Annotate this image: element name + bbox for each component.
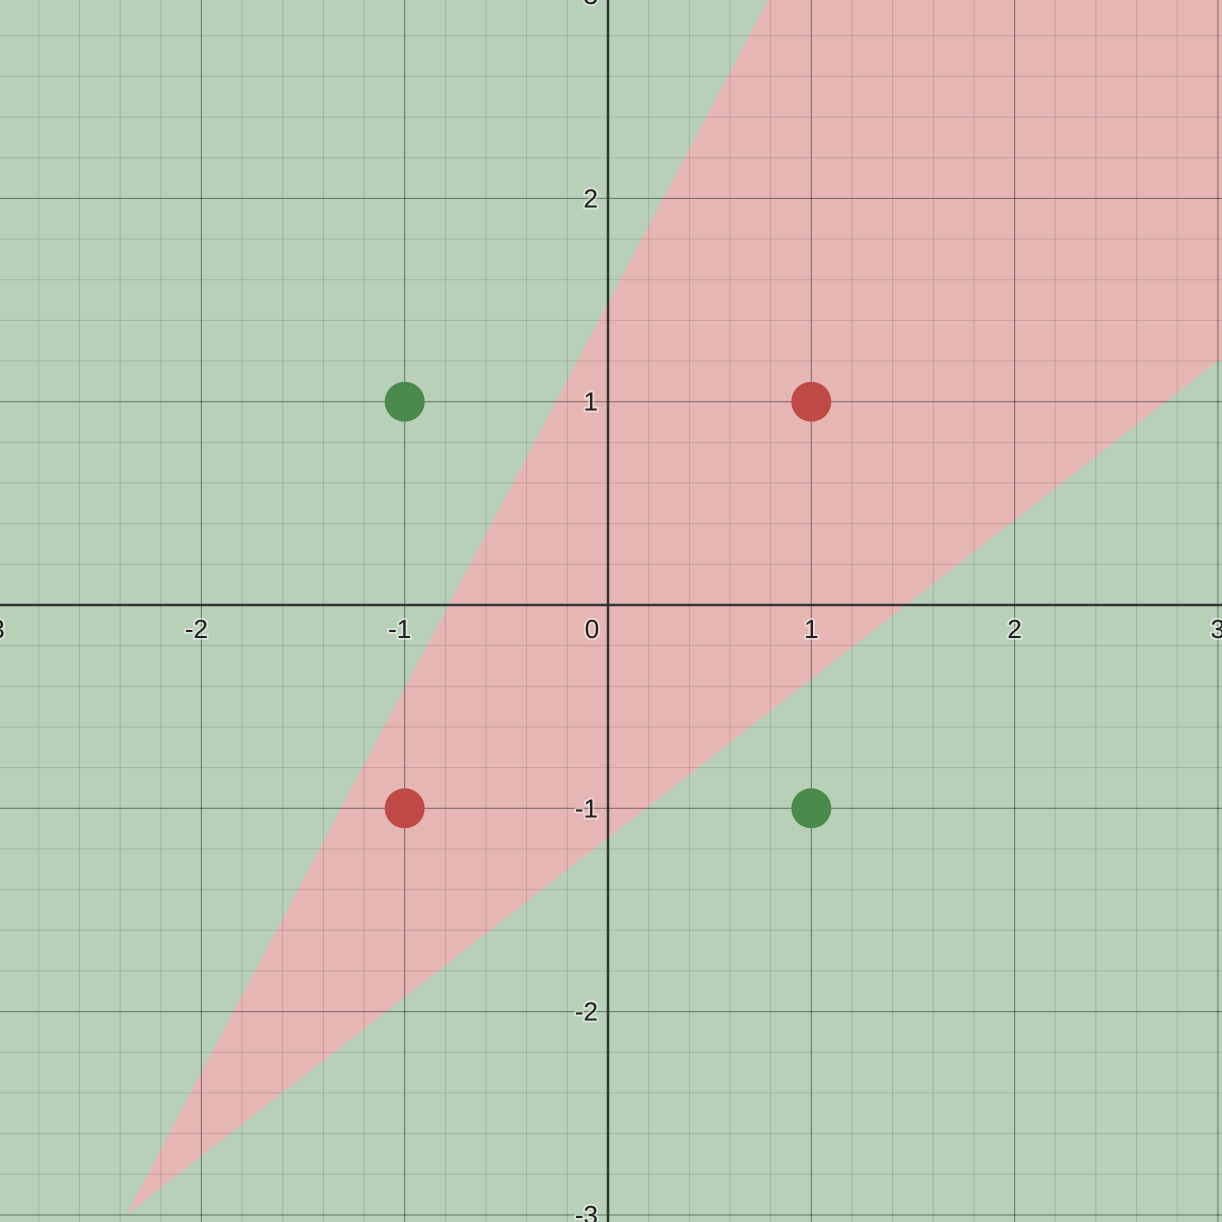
x-tick-label-halo: -2 (185, 614, 208, 644)
y-tick-label-halo: 1 (584, 387, 598, 417)
x-tick-label: -2 (185, 614, 208, 644)
x-tick-label: 3 (1211, 614, 1222, 644)
x-tick-label-origin-halo: 0 (585, 614, 599, 644)
y-tick-label-halo: -3 (575, 1200, 598, 1222)
x-tick-label-halo: 2 (1007, 614, 1021, 644)
x-tick-label-halo: 3 (1211, 614, 1222, 644)
y-tick-label: 2 (584, 183, 598, 213)
x-tick-label: 2 (1007, 614, 1021, 644)
x-tick-label-halo: 1 (804, 614, 818, 644)
y-tick-label: 1 (584, 387, 598, 417)
y-tick-label: -1 (575, 793, 598, 823)
x-tick-label: 1 (804, 614, 818, 644)
data-point (384, 788, 425, 829)
y-tick-label-halo: 3 (584, 0, 598, 10)
x-tick-label: -3 (0, 614, 5, 644)
data-point (791, 788, 832, 829)
x-tick-label-halo: -1 (388, 614, 411, 644)
x-tick-label: -1 (388, 614, 411, 644)
data-point (384, 381, 425, 422)
y-tick-label: 3 (584, 0, 598, 10)
y-tick-label-halo: -1 (575, 793, 598, 823)
x-tick-label-halo: -3 (0, 614, 5, 644)
y-tick-label-halo: 2 (584, 183, 598, 213)
region-wedge-1 (126, 0, 1222, 1215)
x-tick-label-origin: 0 (585, 614, 599, 644)
y-tick-label: -3 (575, 1200, 598, 1222)
data-point (791, 381, 832, 422)
y-tick-label-halo: -2 (575, 997, 598, 1027)
y-tick-label: -2 (575, 997, 598, 1027)
data-points (384, 381, 832, 829)
